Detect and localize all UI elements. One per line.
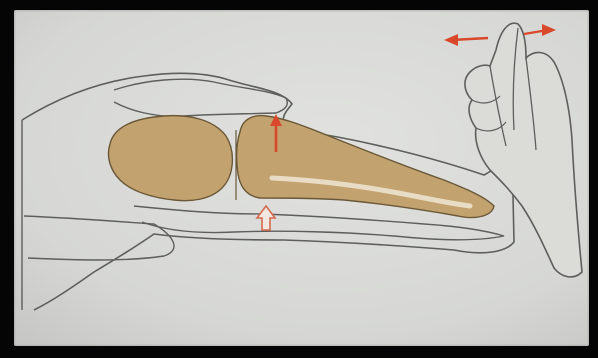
jaw-diagram-illustration xyxy=(14,10,589,346)
diagram-photo xyxy=(14,10,589,346)
